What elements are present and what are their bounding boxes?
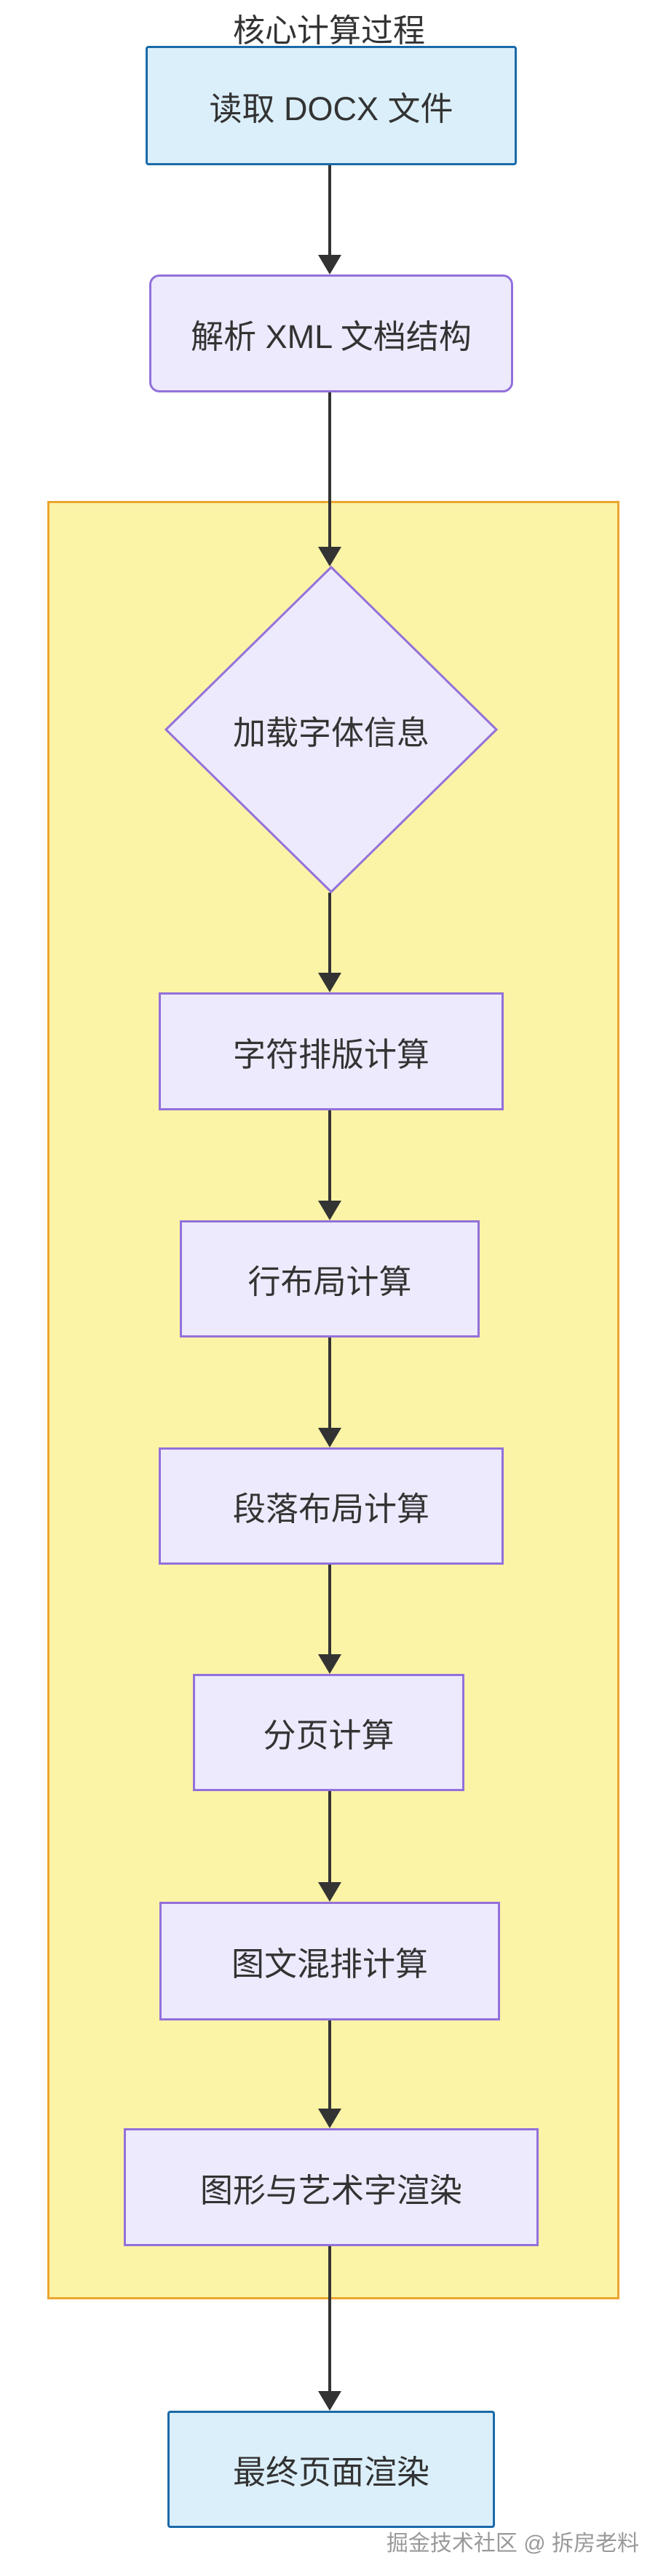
flow-arrowhead-icon: [318, 547, 341, 566]
node-art-render: 图形与艺术字渲染: [124, 2128, 539, 2246]
node-parse-xml: 解析 XML 文档结构: [149, 274, 513, 392]
flow-arrow-line: [328, 165, 331, 256]
flow-arrow-line: [328, 893, 331, 974]
node-art-render-label: 图形与艺术字渲染: [199, 2171, 462, 2209]
flow-arrow-line: [328, 1338, 331, 1429]
flow-arrowhead-icon: [318, 973, 341, 992]
node-load-font-label: 加载字体信息: [232, 714, 429, 751]
node-char-layout: 字符排版计算: [159, 992, 504, 1110]
node-mixed-layout: 图文混排计算: [159, 1902, 500, 2020]
node-pagination: 分页计算: [193, 1674, 464, 1791]
flow-arrow-line: [328, 392, 331, 548]
node-line-layout: 行布局计算: [180, 1220, 480, 1338]
node-para-layout-label: 段落布局计算: [232, 1490, 429, 1528]
node-line-layout-label: 行布局计算: [247, 1263, 412, 1300]
node-load-font: 加载字体信息: [164, 565, 499, 894]
flow-arrow-line: [328, 1791, 331, 1884]
flow-arrowhead-icon: [318, 1201, 341, 1220]
flow-arrowhead-icon: [318, 2109, 341, 2128]
flow-arrow-line: [328, 1110, 331, 1202]
node-read-docx: 读取 DOCX 文件: [146, 46, 517, 165]
watermark: 掘金技术社区 @ 拆房老料: [386, 2532, 639, 2556]
node-char-layout-label: 字符排版计算: [232, 1035, 429, 1073]
flow-arrowhead-icon: [318, 1654, 341, 1674]
node-final-render-label: 最终页面渲染: [232, 2454, 429, 2491]
flow-arrowhead-icon: [318, 1882, 341, 1902]
node-para-layout: 段落布局计算: [159, 1447, 504, 1565]
diamond-shape: [164, 565, 499, 894]
node-read-docx-label: 读取 DOCX 文件: [209, 90, 453, 127]
flow-arrowhead-icon: [318, 1428, 341, 1447]
flow-arrow-line: [328, 2020, 331, 2110]
node-parse-xml-label: 解析 XML 文档结构: [191, 317, 472, 355]
flow-arrowhead-icon: [318, 2391, 341, 2411]
node-mixed-layout-label: 图文混排计算: [231, 1945, 428, 1983]
node-final-render: 最终页面渲染: [167, 2411, 495, 2528]
flow-arrow-line: [328, 1565, 331, 1656]
flow-arrowhead-icon: [318, 255, 341, 274]
subgraph-title: 核心计算过程: [233, 13, 425, 49]
node-pagination-label: 分页计算: [263, 1717, 395, 1754]
flow-arrow-line: [328, 2246, 331, 2393]
